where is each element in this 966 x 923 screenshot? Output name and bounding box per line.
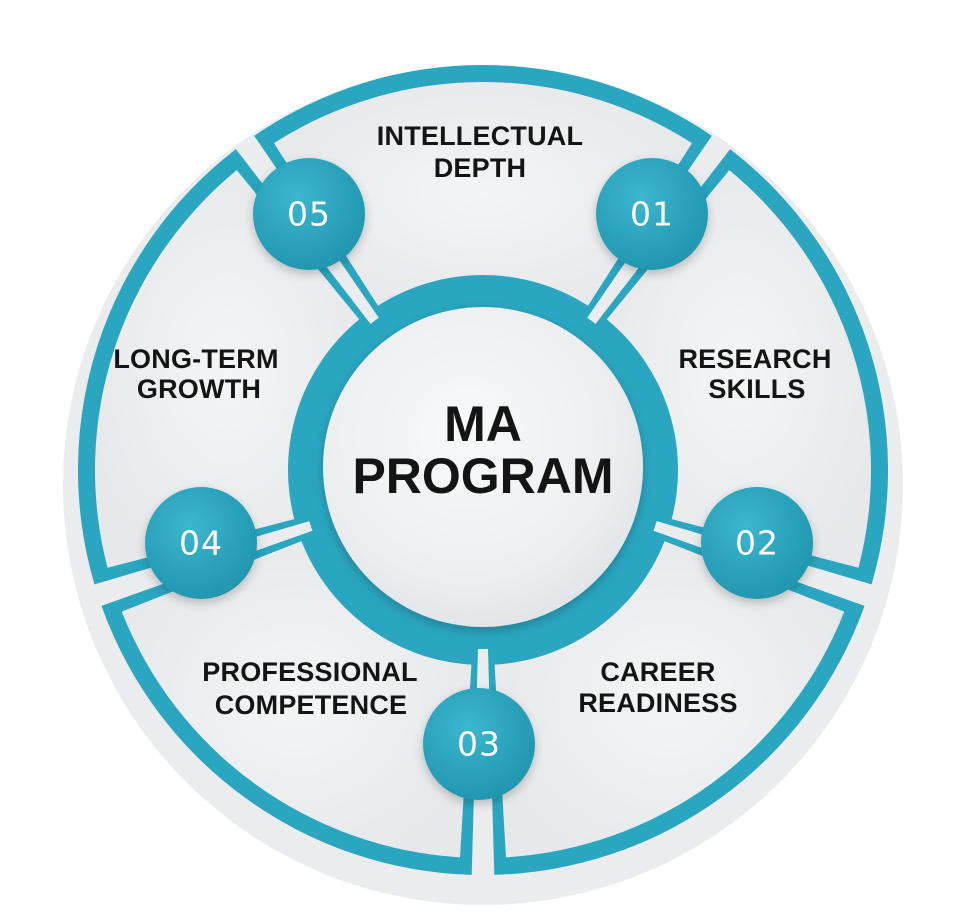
badge-02-circle xyxy=(701,487,813,599)
segment-career-readiness xyxy=(494,541,845,858)
badge-01: 01 xyxy=(596,158,708,270)
badge-04: 04 xyxy=(145,487,257,599)
badge-02-number: 02 xyxy=(735,524,779,563)
badge-05: 05 xyxy=(253,158,365,270)
center-hub-circle xyxy=(323,307,643,627)
center-label-line2: PROGRAM xyxy=(352,448,613,504)
segment-label-long-term-growth-line2: GROWTH xyxy=(137,374,261,404)
badge-04-number: 04 xyxy=(179,524,223,563)
segment-label-professional-competence-line1: PROFESSIONAL xyxy=(202,657,417,687)
segment-label-professional-competence-line2: COMPETENCE xyxy=(215,690,408,720)
segment-long-term-growth xyxy=(94,170,360,568)
badge-03-number: 03 xyxy=(457,725,501,764)
badge-01-number: 01 xyxy=(630,195,674,234)
badge-02: 02 xyxy=(701,487,813,599)
segment-label-career-readiness-line1: CAREER xyxy=(600,657,715,687)
badge-05-circle xyxy=(253,158,365,270)
segment-intellectual-depth xyxy=(273,81,693,306)
center-label-line1: MA xyxy=(444,396,522,452)
badge-03: 03 xyxy=(423,688,535,800)
center-hub: MA PROGRAM xyxy=(301,285,665,649)
badge-04-circle xyxy=(145,487,257,599)
segment-label-intellectual-depth-line2: DEPTH xyxy=(434,153,527,183)
segment-label-career-readiness-line2: READINESS xyxy=(578,688,737,718)
badge-05-number: 05 xyxy=(287,195,331,234)
segment-label-intellectual-depth-line1: INTELLECTUAL xyxy=(377,121,583,151)
badge-01-circle xyxy=(596,158,708,270)
segment-research-skills xyxy=(606,170,871,568)
segment-label-research-skills-line2: SKILLS xyxy=(708,374,805,404)
segment-label-research-skills-line1: RESEARCH xyxy=(678,344,831,374)
badge-03-circle xyxy=(423,688,535,800)
segment-labels: INTELLECTUAL DEPTH RESEARCH SKILLS CAREE… xyxy=(113,121,831,720)
segment-professional-competence xyxy=(121,541,472,858)
segment-label-long-term-growth-line1: LONG-TERM xyxy=(113,344,278,374)
